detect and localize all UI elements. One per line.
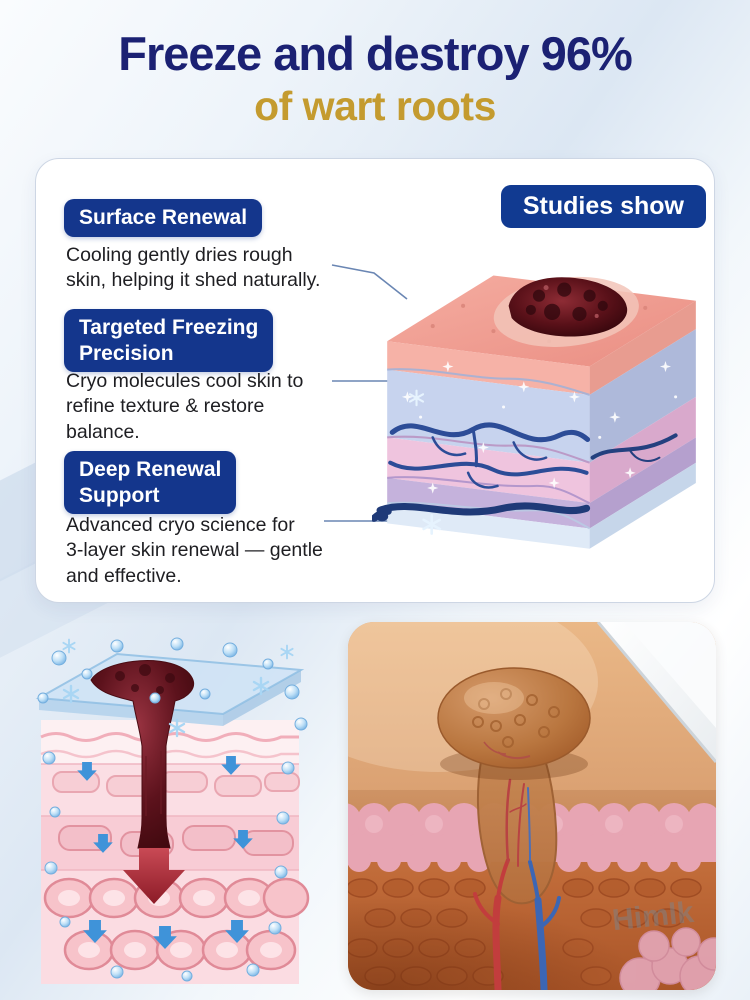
section-desc-surface-renewal: Cooling gently dries rough skin, helping…	[66, 244, 321, 292]
section-desc-targeted-freezing: Cryo molecules cool skin to refine textu…	[66, 370, 304, 443]
headline-line1: Freeze and destroy 96%	[118, 27, 633, 80]
vessels	[473, 778, 561, 990]
wart-root-funnel	[90, 660, 195, 849]
subcutis-layer	[387, 503, 590, 549]
info-card: Studies show Surface Renewal Cooling gen…	[35, 158, 715, 603]
skin-layer-stack	[40, 720, 310, 984]
wart-bump	[437, 667, 591, 780]
section-label-deep-renewal: Deep Renewal Support	[64, 451, 237, 515]
penetration-arrow	[123, 848, 185, 904]
freezing-action-illustration	[25, 636, 315, 988]
section-desc-deep-renewal: Advanced cryo science for 3-layer skin r…	[66, 514, 323, 587]
studies-show-badge: Studies show	[500, 185, 706, 228]
glove-corner	[596, 622, 716, 763]
blood-vessels	[372, 422, 678, 522]
pink-cell-cluster	[619, 927, 716, 990]
cryo-bubbles	[37, 637, 308, 982]
headline-line2: of wart roots	[254, 83, 496, 129]
wart-root-closeup-illustration: Himlk	[348, 622, 716, 990]
wart-root	[477, 736, 558, 905]
section-label-surface-renewal: Surface Renewal	[64, 199, 263, 237]
skin-layers-illustration	[372, 245, 708, 563]
wart-growth	[493, 276, 639, 347]
frost-sparkles	[401, 360, 678, 494]
section-label-targeted-freezing: Targeted Freezing Precision	[64, 309, 274, 373]
